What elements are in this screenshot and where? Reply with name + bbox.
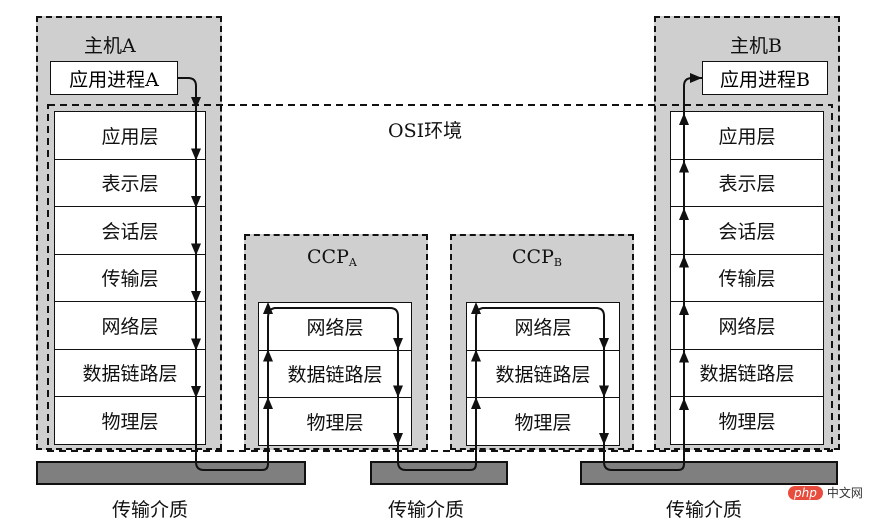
layer-host_a-2: 会话层 <box>54 206 206 255</box>
layer-host_b-1: 表示层 <box>670 158 824 207</box>
layer-host_b-5: 数据链路层 <box>670 348 824 397</box>
layer-ccp_a-2: 物理层 <box>258 397 412 446</box>
layer-host_a-4: 网络层 <box>54 301 206 350</box>
arrow-up-host-b-0 <box>679 113 689 125</box>
arrow-down-ccp-a-1 <box>393 385 403 398</box>
arrow-down-host-a-3 <box>191 243 201 256</box>
medium-label-3: 传输介质 <box>666 499 743 521</box>
host-b-title: 主机B <box>730 35 782 57</box>
arrow-down-host-a-4 <box>191 291 201 303</box>
ccp-b-sub: B <box>553 256 562 269</box>
arrow-down-host-a-6 <box>191 386 201 398</box>
layer-ccp_a-1: 数据链路层 <box>258 349 412 398</box>
arrow-down-host-a-5 <box>191 338 201 351</box>
layer-host_b-3: 传输层 <box>670 253 824 302</box>
medium-1 <box>36 461 306 485</box>
arrow-up-ccp-b-1 <box>471 349 481 362</box>
arrow-down-ccp-b-2 <box>599 433 609 445</box>
arrow-up-host-b-4 <box>679 303 689 315</box>
layer-host_b-2: 会话层 <box>670 206 824 255</box>
watermark-logo: php <box>788 485 823 500</box>
layer-ccp_b-0: 网络层 <box>466 302 620 351</box>
layer-host_a-6: 物理层 <box>54 396 206 445</box>
medium-label-1: 传输介质 <box>112 499 189 521</box>
arrow-up-ccp-b-0 <box>471 302 481 314</box>
watermark: php 中文网 <box>788 484 863 501</box>
layer-host_a-5: 数据链路层 <box>54 348 206 397</box>
host-a-title: 主机A <box>84 35 136 57</box>
arrow-up-ccp-a-1 <box>263 349 273 362</box>
arrow-up-ccp-a-0 <box>263 302 273 314</box>
arrow-up-host-b-2 <box>679 208 689 220</box>
ccp-a-name: CCP <box>307 246 349 268</box>
layer-ccp_a-0: 网络层 <box>258 302 412 351</box>
arrow-down-ccp-a-0 <box>393 338 403 350</box>
medium-2 <box>370 461 508 485</box>
arrow-down-ccp-b-1 <box>599 385 609 398</box>
layer-host_b-6: 物理层 <box>670 396 824 445</box>
ccp-a-sub: A <box>348 256 357 269</box>
arrow-into-process-b <box>690 73 702 83</box>
host-b-process: 应用进程B <box>702 61 828 95</box>
ccp-a-title: CCPA <box>307 246 357 269</box>
arrow-up-host-b-6 <box>679 398 689 410</box>
arrow-up-ccp-a-2 <box>263 397 273 409</box>
arrow-down-ccp-a-2 <box>393 433 403 445</box>
layer-host_a-1: 表示层 <box>54 158 206 207</box>
arrow-down-host-a-1 <box>191 148 201 161</box>
layer-host_a-0: 应用层 <box>54 111 206 160</box>
arrow-up-ccp-b-2 <box>471 397 481 409</box>
medium-label-2: 传输介质 <box>388 499 465 521</box>
arrow-up-host-b-5 <box>679 350 689 363</box>
arrow-down-host-a-2 <box>191 196 201 208</box>
arrow-up-host-b-1 <box>679 160 689 173</box>
layer-ccp_b-1: 数据链路层 <box>466 349 620 398</box>
arrow-down-ccp-b-0 <box>599 338 609 350</box>
ccp-b-title: CCPB <box>512 246 562 269</box>
layer-ccp_b-2: 物理层 <box>466 397 620 446</box>
medium-3 <box>580 461 838 485</box>
flow-host-a-down <box>178 77 702 471</box>
host-a-process: 应用进程A <box>50 61 178 95</box>
osi-env-label: OSI环境 <box>388 120 463 142</box>
arrow-up-host-b-3 <box>679 255 689 268</box>
watermark-text: 中文网 <box>826 486 863 500</box>
arrow-down-host-a-0 <box>191 97 201 109</box>
ccp-b-name: CCP <box>512 246 554 268</box>
